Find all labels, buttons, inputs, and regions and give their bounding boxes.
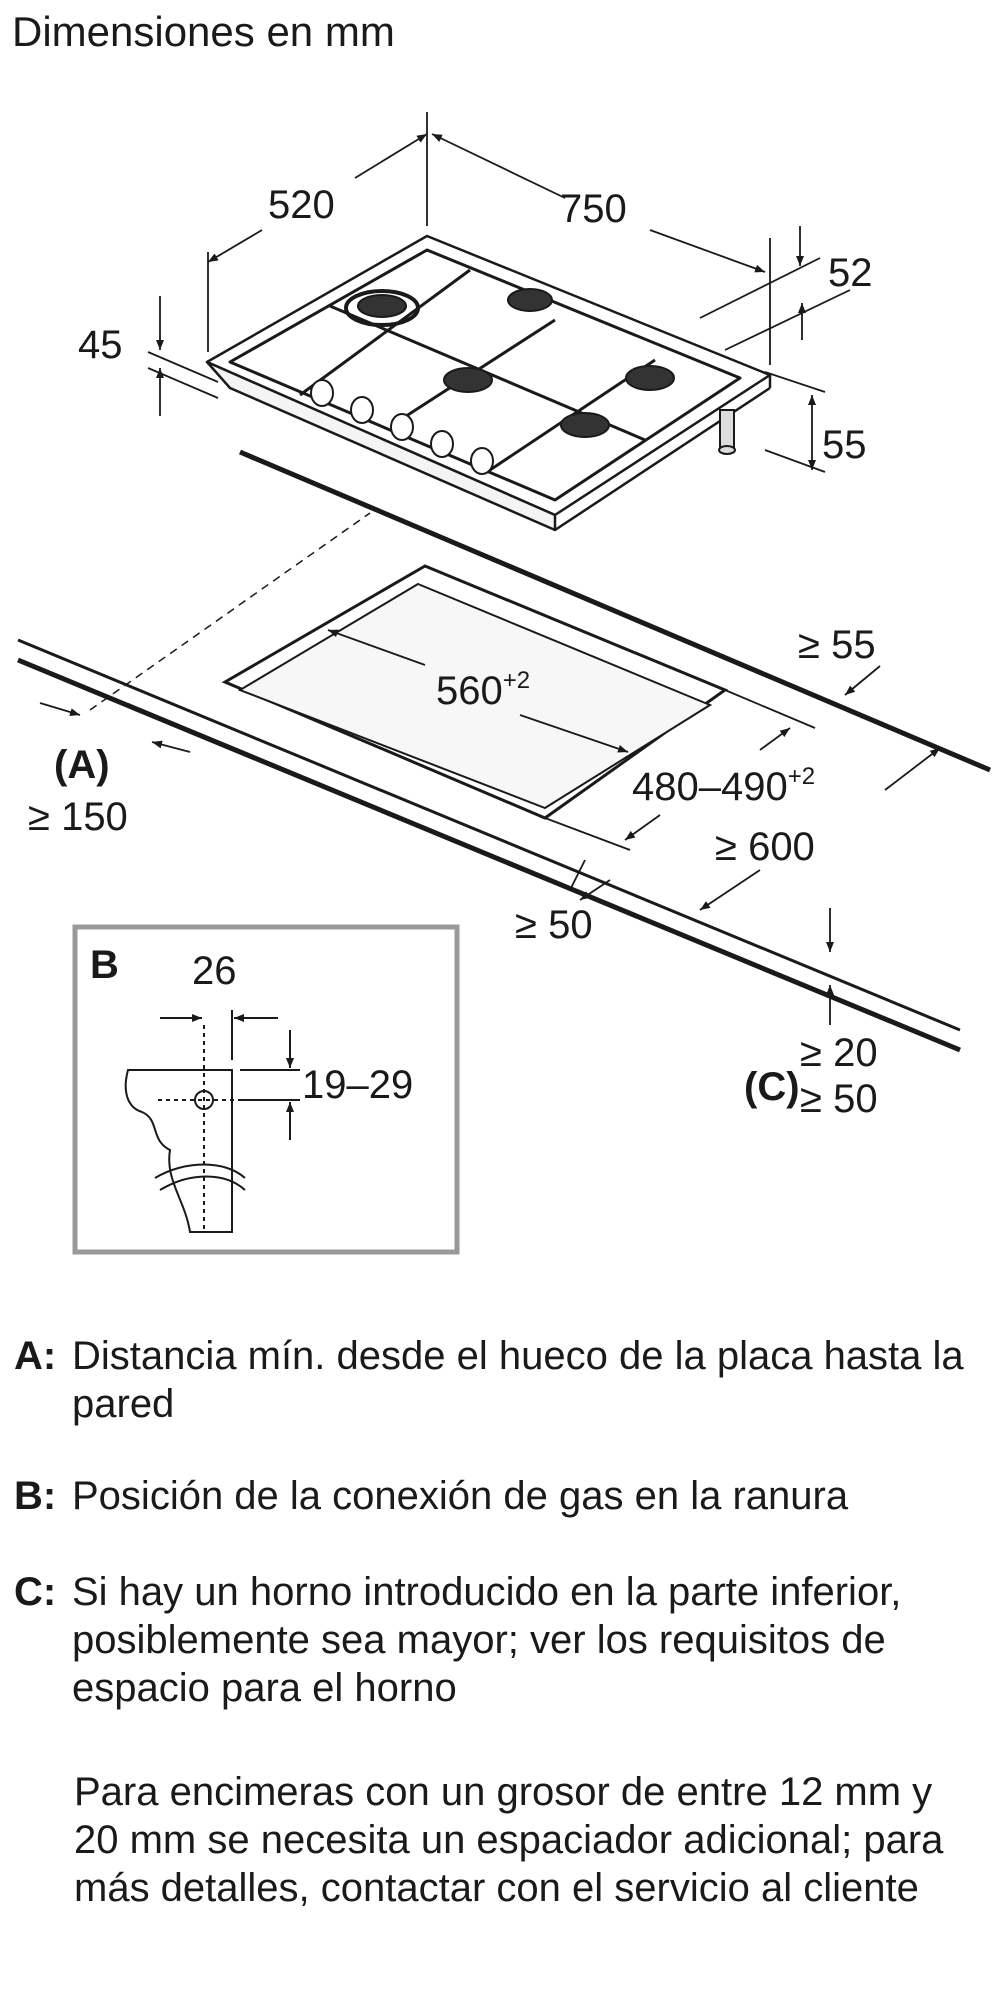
dim-width: 750 (560, 187, 627, 231)
legend-text: Si hay un horno introducido en la parte … (72, 1570, 902, 1710)
detail-b-height-range: 19–29 (302, 1063, 413, 1107)
knob-1 (310, 379, 334, 407)
burner-front-middle (443, 367, 493, 393)
legend-text: Distancia mín. desde el hueco de la plac… (72, 1334, 964, 1426)
detail-b-label: B (90, 943, 119, 987)
dim-front-clearance: ≥ 50 (515, 903, 593, 947)
dim-wall-clearance: ≥ 150 (28, 795, 128, 839)
burner-large (344, 289, 420, 327)
burners (344, 288, 675, 438)
legend-key: C: (14, 1570, 57, 1614)
gas-connector (718, 409, 736, 455)
worktop (17, 449, 991, 1053)
dim-body-height: 55 (822, 423, 867, 467)
dim-rear-clearance: ≥ 55 (798, 623, 876, 667)
knob-5 (470, 447, 494, 475)
knob-4 (430, 430, 454, 458)
burner-rear-right (625, 365, 675, 391)
dim-cutout-width: 560+2 (436, 667, 530, 713)
burner-front-right (560, 412, 610, 438)
dim-thickness-min: ≥ 20 (800, 1031, 878, 1075)
dim-frame-height: 45 (78, 323, 123, 367)
control-knobs (310, 379, 494, 475)
dim-depth: 520 (268, 183, 335, 227)
legend-text: Posición de la conexión de gas en la ran… (72, 1474, 849, 1518)
dimension-lines (39, 112, 941, 1025)
detail-b-panel: B 26 19–29 (72, 924, 460, 1255)
wall-label: (A) (54, 743, 110, 787)
knob-3 (390, 413, 414, 441)
diagram-title: Dimensiones en mm (12, 8, 395, 55)
legend-key: A: (14, 1334, 57, 1378)
note-text: Para encimeras con un grosor de entre 12… (74, 1770, 944, 1910)
dim-thickness-max: ≥ 50 (800, 1077, 878, 1121)
legend-key: B: (14, 1474, 57, 1518)
knob-2 (350, 396, 374, 424)
burner-rear-middle (507, 288, 553, 312)
dim-cutout-depth: 480–490+2 (632, 763, 815, 809)
thickness-label: (C) (744, 1065, 800, 1109)
dim-top-offset: 52 (828, 251, 873, 295)
dim-worktop-depth: ≥ 600 (715, 825, 815, 869)
installation-diagram: Dimensiones en mm (12, 8, 991, 1255)
detail-b-offset: 26 (192, 949, 237, 993)
